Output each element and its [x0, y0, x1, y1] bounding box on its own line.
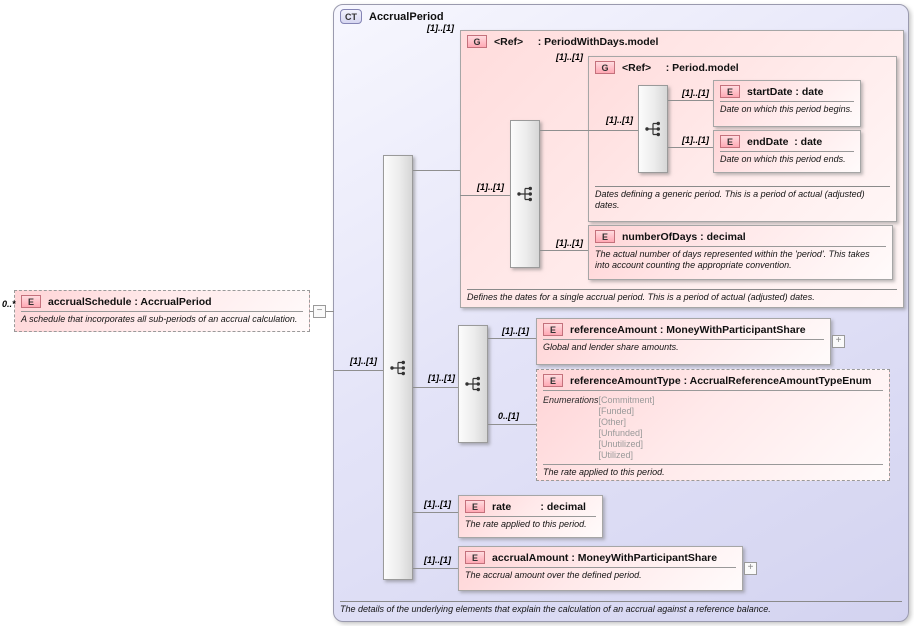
- sequence-icon: [390, 360, 405, 375]
- element-annotation: The rate applied to this period.: [465, 519, 587, 529]
- enumerations-label: Enumerations: [543, 395, 599, 405]
- multiplicity-label: [1]..[1]: [428, 373, 455, 383]
- multiplicity-label: [1]..[1]: [682, 135, 709, 145]
- multiplicity-label: [1]..[1]: [424, 555, 451, 565]
- element-icon: E: [543, 323, 563, 336]
- connector-line: [540, 250, 588, 251]
- element-annotation: A schedule that incorporates all sub-per…: [21, 314, 298, 324]
- enumeration-values: [Commitment][Funded][Other][Unfunded][Un…: [598, 395, 655, 460]
- connector-line: [413, 387, 458, 388]
- element-label: accrualAmount : MoneyWithParticipantShar…: [492, 551, 718, 564]
- element-label: referenceAmount : MoneyWithParticipantSh…: [570, 323, 806, 336]
- enumerations-section: Enumerations [Commitment][Funded][Other]…: [537, 393, 889, 462]
- group-annotation: Defines the dates for a single accrual p…: [467, 289, 897, 303]
- element-icon: E: [543, 374, 563, 387]
- multiplicity-label: [1]..[1]: [502, 326, 529, 336]
- multiplicity-label: [1]..[1]: [424, 499, 451, 509]
- element-box-referenceamount[interactable]: E referenceAmount : MoneyWithParticipant…: [536, 318, 831, 365]
- connector-line: [460, 195, 510, 196]
- sequence-icon: [645, 121, 660, 137]
- connector-line: [413, 568, 458, 569]
- multiplicity-label: [1]..[1]: [350, 356, 377, 366]
- sequence-icon: [465, 376, 480, 392]
- complex-type-annotation: The details of the underlying elements t…: [340, 601, 902, 615]
- connector-line: [488, 424, 536, 425]
- element-box-rate[interactable]: E rate : decimal The rate applied to thi…: [458, 495, 603, 538]
- divider: [465, 567, 736, 568]
- divider: [543, 390, 883, 391]
- element-annotation: Date on which this period begins.: [720, 104, 853, 114]
- element-box-accrualamount[interactable]: E accrualAmount : MoneyWithParticipantSh…: [458, 546, 743, 591]
- element-icon: E: [595, 230, 615, 243]
- multiplicity-label: 0..[1]: [498, 411, 520, 421]
- multiplicity-label: [1]..[1]: [477, 182, 504, 192]
- element-label: referenceAmountType : AccrualReferenceAm…: [570, 374, 872, 387]
- sequence-connector-main[interactable]: [383, 155, 413, 580]
- element-label: accrualSchedule : AccrualPeriod: [48, 295, 212, 308]
- multiplicity-label: [1]..[1]: [427, 23, 454, 33]
- connector-line: [334, 370, 383, 371]
- element-label: endDate : date: [747, 135, 823, 148]
- connector-line: [413, 512, 458, 513]
- group-ref-icon: G: [595, 61, 615, 74]
- element-icon: E: [465, 551, 485, 564]
- connector-line: [488, 338, 536, 339]
- group-label: <Ref> : PeriodWithDays.model: [494, 35, 659, 48]
- expand-toggle-accrualamount[interactable]: +: [744, 562, 757, 575]
- multiplicity-label: [1]..[1]: [556, 52, 583, 62]
- collapse-toggle-accrualschedule[interactable]: −: [313, 305, 326, 318]
- multiplicity-label: [1]..[1]: [556, 238, 583, 248]
- divider: [720, 151, 854, 152]
- element-annotation: Global and lender share amounts.: [543, 342, 679, 352]
- divider: [543, 463, 883, 465]
- element-icon: E: [465, 500, 485, 513]
- element-box-referenceamounttype[interactable]: E referenceAmountType : AccrualReference…: [536, 369, 890, 481]
- sequence-icon: [517, 186, 532, 202]
- element-label: numberOfDays : decimal: [622, 230, 746, 243]
- multiplicity-label: [1]..[1]: [606, 115, 633, 125]
- element-annotation: The accrual amount over the defined peri…: [465, 570, 642, 580]
- complex-type-title: AccrualPeriod: [369, 10, 444, 23]
- connector-line: [413, 170, 460, 171]
- divider: [595, 246, 886, 247]
- expand-toggle-referenceamount[interactable]: +: [832, 335, 845, 348]
- group-ref-icon: G: [467, 35, 487, 48]
- complex-type-icon: CT: [340, 9, 362, 24]
- group-label: <Ref> : Period.model: [622, 61, 739, 74]
- element-box-numberofdays[interactable]: E numberOfDays : decimal The actual numb…: [588, 225, 893, 280]
- element-box-accrualschedule[interactable]: E accrualSchedule : AccrualPeriod A sche…: [14, 290, 310, 332]
- connector-line: [668, 147, 713, 148]
- element-box-enddate[interactable]: E endDate : date Date on which this peri…: [713, 130, 861, 173]
- sequence-connector-period[interactable]: [638, 85, 668, 173]
- divider: [720, 101, 854, 102]
- element-icon: E: [720, 85, 740, 98]
- element-label: startDate : date: [747, 85, 824, 98]
- divider: [543, 339, 824, 340]
- element-label: rate : decimal: [492, 500, 586, 513]
- divider: [465, 516, 596, 517]
- element-annotation: The rate applied to this period.: [543, 466, 665, 477]
- element-box-startdate[interactable]: E startDate : date Date on which this pe…: [713, 80, 861, 127]
- element-icon: E: [21, 295, 41, 308]
- connector-line: [668, 100, 713, 101]
- divider: [21, 311, 303, 312]
- element-icon: E: [720, 135, 740, 148]
- sequence-connector-periodwithdays[interactable]: [510, 120, 540, 268]
- element-annotation: Date on which this period ends.: [720, 154, 846, 164]
- multiplicity-label: 0..*: [2, 299, 16, 309]
- group-annotation: Dates defining a generic period. This is…: [595, 186, 890, 211]
- multiplicity-label: [1]..[1]: [682, 88, 709, 98]
- element-annotation: The actual number of days represented wi…: [595, 249, 870, 270]
- connector-line: [540, 130, 638, 131]
- sequence-connector-reference[interactable]: [458, 325, 488, 443]
